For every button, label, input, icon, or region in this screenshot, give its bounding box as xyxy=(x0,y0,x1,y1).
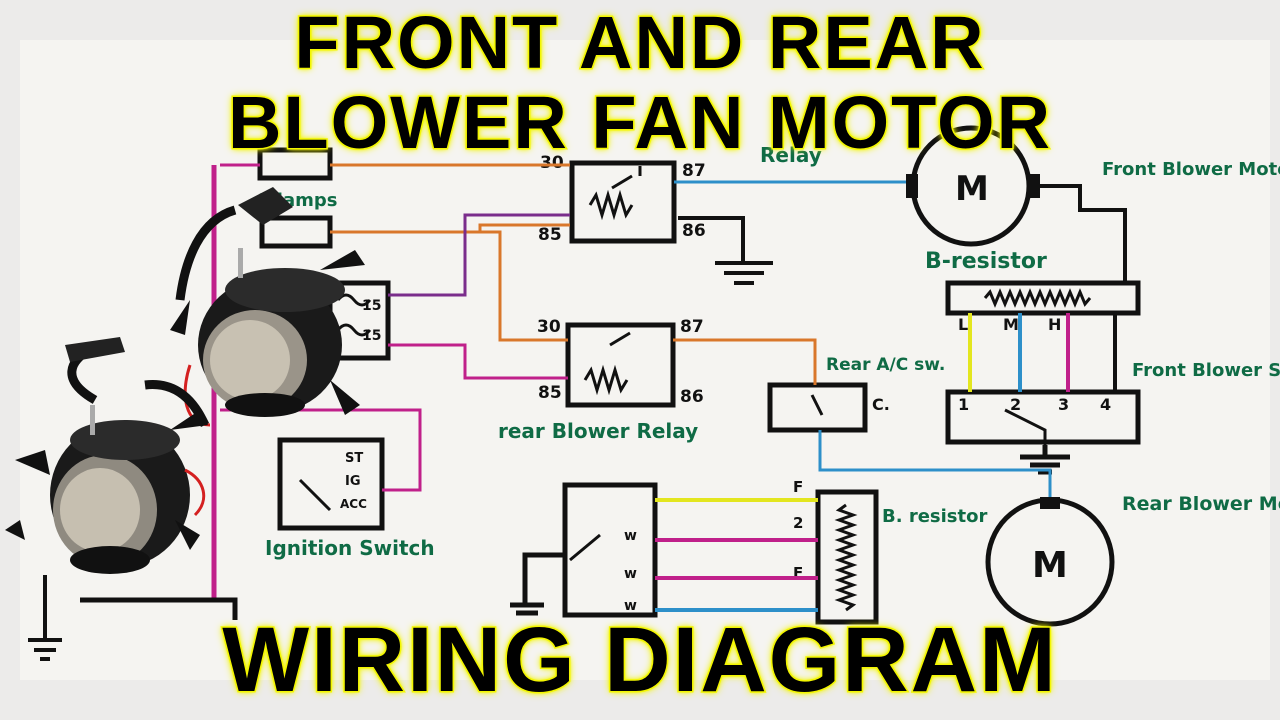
front-motor-name: Front Blower Motor xyxy=(1102,159,1280,180)
fuse-15-a: 15 xyxy=(362,298,381,314)
front-motor-symbol: M xyxy=(955,169,989,209)
rear-motor-symbol: M xyxy=(1032,545,1068,586)
relay2-terminal-30: 30 xyxy=(537,317,561,337)
motor-photo-lower xyxy=(5,337,210,574)
relay-top-label: Relay xyxy=(760,143,822,167)
relay1-terminal-30: 30 xyxy=(540,153,564,173)
rear-blower-motor-label: Rear Blower Motor xyxy=(1122,493,1280,515)
rear-switch-mark-2: w xyxy=(624,566,637,582)
rear-relay-label: rear Blower Relay xyxy=(498,419,698,443)
ign-st: ST xyxy=(345,451,363,466)
footer-title: WIRING DIAGRAM xyxy=(221,609,1058,711)
front-blower-motor xyxy=(906,125,1040,247)
res-H: H xyxy=(1048,315,1061,334)
b-resistor-rear-label: B. resistor xyxy=(882,506,987,527)
ign-acc: ACC xyxy=(340,497,367,511)
ignition-switch-label: Ignition Switch xyxy=(265,536,435,560)
res-M: M xyxy=(1003,315,1019,334)
front-blower-switch xyxy=(945,389,1141,475)
relay2-terminal-85: 85 xyxy=(538,383,562,403)
relay2-terminal-86: 86 xyxy=(680,387,704,407)
rear-blower-switch xyxy=(510,482,658,618)
front-b-resistor xyxy=(945,280,1141,316)
rear-switch-term-F1: F xyxy=(793,478,803,496)
front-switch-pos-4: 4 xyxy=(1100,395,1111,414)
front-switch-pos-1: 1 xyxy=(958,395,969,414)
relay1-terminal-87: 87 xyxy=(682,161,706,181)
rear-ac-switch xyxy=(767,382,868,433)
rear-blower-motor xyxy=(985,497,1115,627)
title-line-1: FRONT AND REAR xyxy=(293,1,986,84)
relay2-terminal-87: 87 xyxy=(680,317,704,337)
title-line-2: BLOWER FAN MOTOR xyxy=(226,81,1053,164)
rear-switch-mark-1: w xyxy=(624,528,637,544)
front-blower-switch-label: Front Blower Switch xyxy=(1132,360,1280,381)
rear-switch-term-F2: F xyxy=(793,564,803,582)
front-switch-pos-2: 2 xyxy=(1010,395,1021,414)
rear-switch-mark-3: w xyxy=(624,598,637,614)
wires xyxy=(28,163,1127,661)
rear-switch-term-2: 2 xyxy=(793,514,803,532)
rear-ac-switch-label: Rear A/C sw. xyxy=(826,355,945,375)
fuse-15-b: 15 xyxy=(362,328,381,344)
rear-b-resistor xyxy=(815,489,879,625)
rear-relay xyxy=(565,322,676,408)
relay1-terminal-85: 85 xyxy=(538,225,562,245)
top-relay xyxy=(569,160,677,244)
ac-c-label: C. xyxy=(872,395,890,414)
res-L: L xyxy=(958,315,968,334)
relay1-terminal-86: 86 xyxy=(682,221,706,241)
ignition-switch xyxy=(277,437,385,531)
b-resistor-top-label: B-resistor xyxy=(925,249,1047,274)
ign-ig: IG xyxy=(345,474,361,489)
ground-symbol xyxy=(678,216,773,285)
front-switch-pos-3: 3 xyxy=(1058,395,1069,414)
motor-photo-upper xyxy=(170,187,365,427)
